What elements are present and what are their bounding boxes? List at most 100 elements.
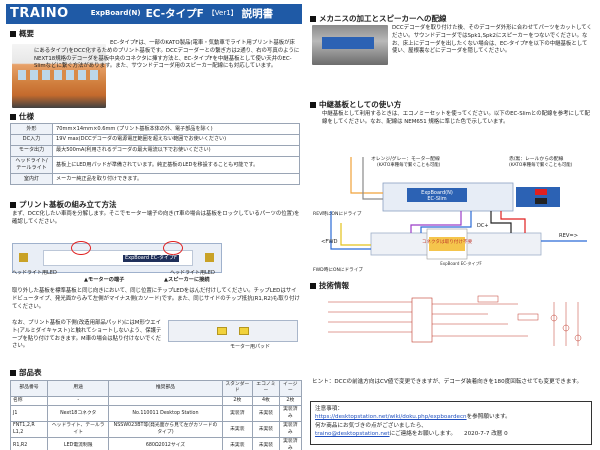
square-bullet-icon — [310, 102, 316, 109]
led-pad — [217, 327, 227, 335]
wire-blue — [330, 211, 371, 250]
wire-grey — [362, 157, 383, 200]
assembly-text-3: なお、プリント基板の下側(改造用部品パッド)にはM形ウエイト(アルミダイキャスト… — [12, 320, 162, 350]
title-bar: TRAINO ExpBoard(N) EC-タイプF 【Ver1】 説明書 — [6, 4, 302, 24]
square-bullet-icon — [10, 202, 16, 209]
schematic-ic — [411, 297, 433, 343]
relay-heading: 中継基板としての使い方 — [310, 100, 401, 110]
tech-heading: 技術情報 — [310, 281, 349, 291]
schematic-led — [574, 334, 582, 342]
schematic-wires-right — [432, 303, 528, 337]
notice-box: 注意事項： https://desktopstation.net/wiki/do… — [310, 401, 592, 445]
schematic-wires-vertical — [553, 302, 579, 346]
fwd-drive-label: FWD時にONにドライブ — [313, 266, 363, 273]
fwd-arrow-label: <FWD — [321, 239, 337, 245]
notice-url-line: https://desktopstation.net/wiki/doku.php… — [315, 414, 511, 421]
orange-grey-label: オレンジ/グレー：モーター配線 — [371, 155, 440, 162]
assembly-text-2: 取り外した基板を標準基板と同じ向きにおいて、同じ位置にチップLEDをはんだ付けし… — [12, 288, 300, 310]
product-line: ExpBoard(N) — [90, 9, 141, 18]
wire-black — [490, 211, 512, 233]
dc-plus-label: DC+ — [477, 223, 489, 229]
rev-drive-label: REV時にONにドライブ — [313, 210, 362, 217]
relay-text: 中継基板として利用するときは、エコノミーセットを使ってください。以下のEC-Sl… — [322, 111, 590, 125]
motor-terminal-label: ▲モーターの端子 — [84, 277, 125, 283]
pcb-diagram: ExpBoard EC-タイプF — [12, 241, 222, 273]
led-pad — [19, 253, 28, 262]
assembly-text: まず、DCC化したい車両を分解します。そこでモーター端子の向き(T車の場合は基板… — [12, 211, 300, 225]
spec-heading: 仕様 — [10, 112, 34, 122]
board-name-label: ExpBoard EC-タイプF — [123, 255, 179, 262]
mechanics-heading: メカニスの加工とスピーカーへの配線 — [310, 14, 447, 24]
speaker-connect-label: ▲スピーカーに接続 — [164, 277, 210, 283]
highlight-circle — [163, 241, 183, 255]
ec-slim-subtitle: EC-Slim — [427, 196, 446, 202]
table-row: モータ出力最大500mA(利用されるデコーダの最大電流以下でお使いください) — [10, 144, 300, 157]
overview-heading: 概要 — [10, 29, 34, 39]
mechanics-text: DCCデコーダを取り付けた後、そのデコーダ外形に合わせてパーツをカットしてくださ… — [392, 25, 592, 55]
ec-slim-title: ExpBoard(N) — [421, 190, 453, 196]
schematic-resistor — [517, 313, 539, 321]
no-connector-note-bg — [429, 237, 465, 251]
red-black-sublabel: (KATO車種毎で繋ぐことも可能) — [509, 161, 573, 168]
orange-grey-sublabel: (KATO車種毎で繋ぐことも可能) — [377, 161, 441, 168]
table-row: ヘッドライト/テールライト基板上にLED用パッドが準備されています。純正基板のL… — [10, 155, 300, 175]
schematic-led — [550, 314, 558, 322]
wire-orange — [350, 157, 383, 194]
ec-slim-end-block — [516, 187, 560, 207]
train-photo — [12, 44, 106, 108]
decoder-photo — [312, 25, 388, 65]
assembly-heading: プリント基板の組み立て方法 — [10, 200, 117, 210]
red-black-label: 赤/黒：レールからの配線 — [509, 155, 564, 162]
schematic-wires-left — [328, 301, 412, 333]
overview-text: EC-タイプFは、一部のKATO製品(電車・気動車でライト用プリント基板が床にあ… — [34, 40, 300, 70]
no-connector-note: コネクタは取り付け不要 — [422, 238, 473, 245]
wire-yellow — [340, 223, 371, 246]
notice-title: 注意事項： — [315, 406, 343, 412]
headlight-led-label: ヘッドライト用LED — [12, 270, 57, 276]
ec-typef-board-label: ExpBoard EC-タイプF — [440, 260, 482, 266]
schematic-resistor — [477, 295, 499, 303]
led-pad — [239, 327, 249, 335]
version-label: 【Ver1】 — [207, 9, 238, 18]
motor-pad-label: モーター用パッド — [230, 344, 271, 350]
parts-heading: 部品表 — [10, 368, 42, 378]
revision-date: 2020-7-7 改暦 0 — [464, 431, 508, 438]
ec-slim-pad — [535, 189, 547, 195]
headlight-led-label-right: ヘッドライト用LED — [170, 270, 215, 276]
wire-red — [500, 211, 526, 233]
brand-name: TRAINO — [10, 6, 69, 22]
square-bullet-icon — [310, 283, 316, 290]
product-title: EC-タイプF — [145, 7, 204, 20]
tech-hint: ヒント：DCCの前進方向はCV値で変更できますが、デコーダ装着向きを180度回転… — [312, 379, 583, 385]
schematic-led — [562, 324, 570, 332]
table-row: 室内灯メーカー純正品を取り付けできます。 — [10, 173, 300, 186]
wire-blue-2 — [420, 211, 472, 233]
manual-label: 説明書 — [241, 7, 274, 20]
notice-email-line: traino@desktopstation.netにご連絡をお願いします。202… — [315, 431, 508, 438]
square-bullet-icon — [310, 16, 316, 23]
rev-arrow-label: REV=> — [559, 233, 578, 239]
table-header-row: 部品番号 用途 推奨部品 スタンダード エコノミー イージー — [9, 380, 303, 397]
square-bullet-icon — [10, 370, 16, 377]
notice-contact-line: 何か商品にお気づきの点がございましたら、 — [315, 422, 427, 429]
wire-purple — [410, 211, 462, 233]
support-url-link[interactable]: https://desktopstation.net/wiki/doku.php… — [315, 414, 467, 421]
highlight-circle — [71, 241, 91, 255]
wiring-diagram: ExpBoard(N) EC-Slim コネクタは取り付け不要 ExpBoard… — [313, 155, 587, 273]
support-email-link[interactable]: traino@desktopstation.net — [315, 431, 390, 438]
square-bullet-icon — [10, 114, 16, 121]
pcb-diagram-bottom — [168, 320, 298, 342]
led-pad — [205, 253, 214, 262]
ec-slim-pad — [535, 198, 547, 204]
ec-slim-chip — [407, 188, 467, 202]
square-bullet-icon — [10, 31, 16, 38]
schematic-diagram — [328, 295, 582, 346]
